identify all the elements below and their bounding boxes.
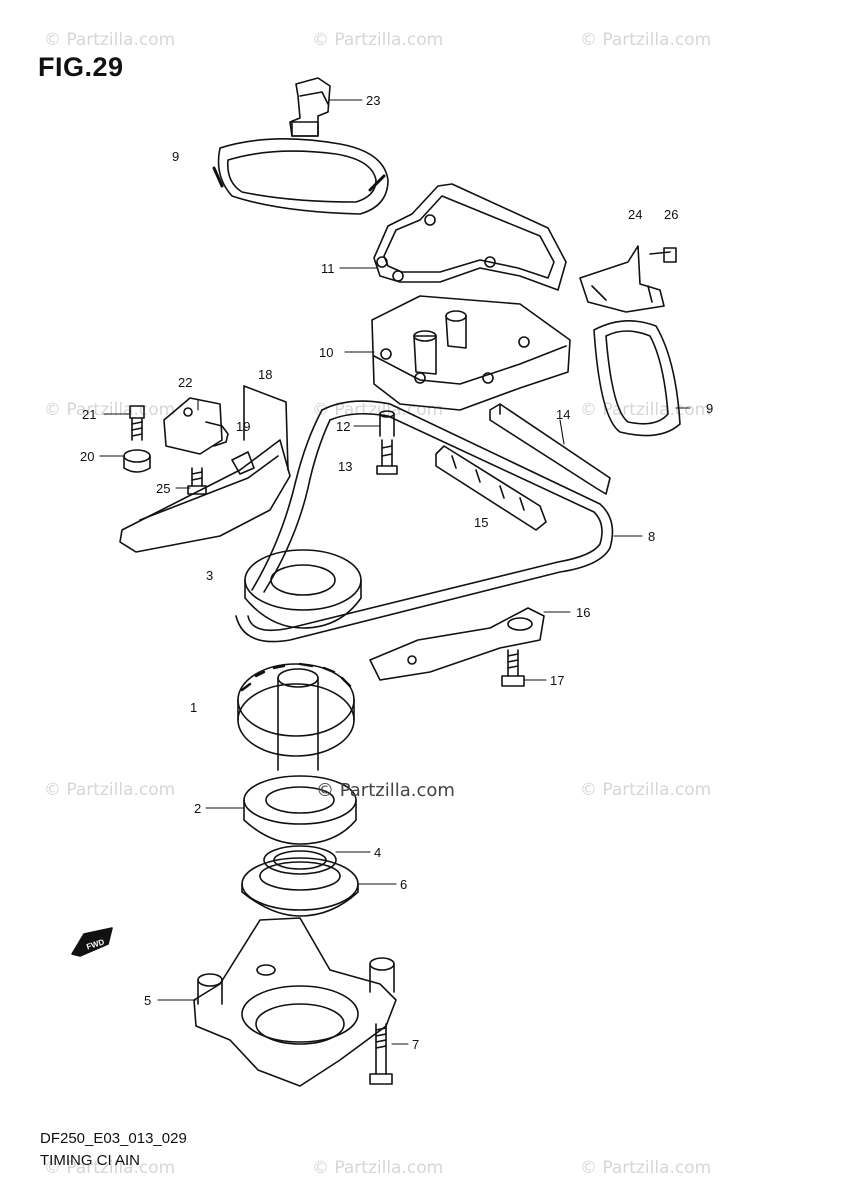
part-24-tensioner-bracket (579, 245, 665, 313)
figure-code: DF250_E03_013_029 (40, 1130, 187, 1147)
part-1-sprocket (237, 662, 355, 771)
callout-4: 4 (374, 845, 381, 860)
callout-14: 14 (556, 407, 570, 422)
part-22-chain-tensioner (163, 397, 229, 455)
watermark: © Partzilla.com (44, 780, 176, 800)
callout-24: 24 (628, 207, 642, 222)
callout-20: 20 (80, 449, 94, 464)
part-19-plunger (231, 451, 255, 475)
part-21-bolt (129, 405, 145, 441)
part-18-tensioner-arm (119, 385, 291, 553)
callout-25: 25 (156, 481, 170, 496)
part-13-bolt (376, 439, 398, 475)
callout-3: 3 (206, 568, 213, 583)
watermark: © Partzilla.com (44, 1158, 176, 1178)
part-10-housing (371, 295, 571, 411)
callout-22: 22 (178, 375, 192, 390)
part-20-washer (123, 449, 151, 473)
watermark: © Partzilla.com (44, 400, 176, 420)
callout-16: 16 (576, 605, 590, 620)
callout-10: 10 (319, 345, 333, 360)
part-5-base-housing (193, 917, 397, 1087)
part-3-bearing (244, 549, 362, 629)
watermark: © Partzilla.com (44, 30, 176, 50)
watermark: © Partzilla.com (312, 1158, 444, 1178)
callout-19: 19 (236, 419, 250, 434)
part-9-chain-upper (212, 138, 389, 215)
callout-17: 17 (550, 673, 564, 688)
part-9-chain-right (593, 320, 681, 437)
callout-6: 6 (400, 877, 407, 892)
part-6-plate (241, 857, 359, 917)
watermark: © Partzilla.com (312, 30, 444, 50)
callout-1: 1 (190, 700, 197, 715)
callout-11: 11 (321, 261, 335, 276)
part-16-chain-guide (369, 607, 545, 681)
callout-8: 8 (648, 529, 655, 544)
fwd-arrow-icon (71, 927, 113, 957)
callout-15: 15 (474, 515, 488, 530)
callout-23: 23 (366, 93, 380, 108)
part-2-bearing (243, 775, 357, 845)
callout-13: 13 (338, 459, 352, 474)
part-11-gasket (373, 183, 567, 291)
callout-26: 26 (664, 207, 678, 222)
part-17-bolt (501, 649, 525, 687)
callout-9-upper: 9 (172, 149, 179, 164)
figure-title: FIG.29 (38, 52, 124, 82)
part-15-chain-guide (435, 445, 547, 531)
watermark: © Partzilla.com (580, 30, 712, 50)
part-7-bolt (369, 1023, 393, 1085)
part-26-bolt (649, 247, 677, 263)
part-8-timing-chain (235, 400, 614, 643)
callout-7: 7 (412, 1037, 419, 1052)
watermark: © Partzilla.com (580, 780, 712, 800)
part-14-chain-guide (489, 403, 611, 495)
part-25-bolt (187, 467, 207, 495)
callout-9-right: 9 (706, 401, 713, 416)
part-23-tensioner-adjuster (289, 77, 331, 137)
watermark-center: © Partzilla.com (316, 780, 455, 801)
callout-5: 5 (144, 993, 151, 1008)
watermark: © Partzilla.com (580, 1158, 712, 1178)
figure-name: TIMING CI AIN (40, 1152, 141, 1169)
callout-21: 21 (82, 407, 96, 422)
callout-18: 18 (258, 367, 272, 382)
callout-2: 2 (194, 801, 201, 816)
callout-12: 12 (336, 419, 350, 434)
